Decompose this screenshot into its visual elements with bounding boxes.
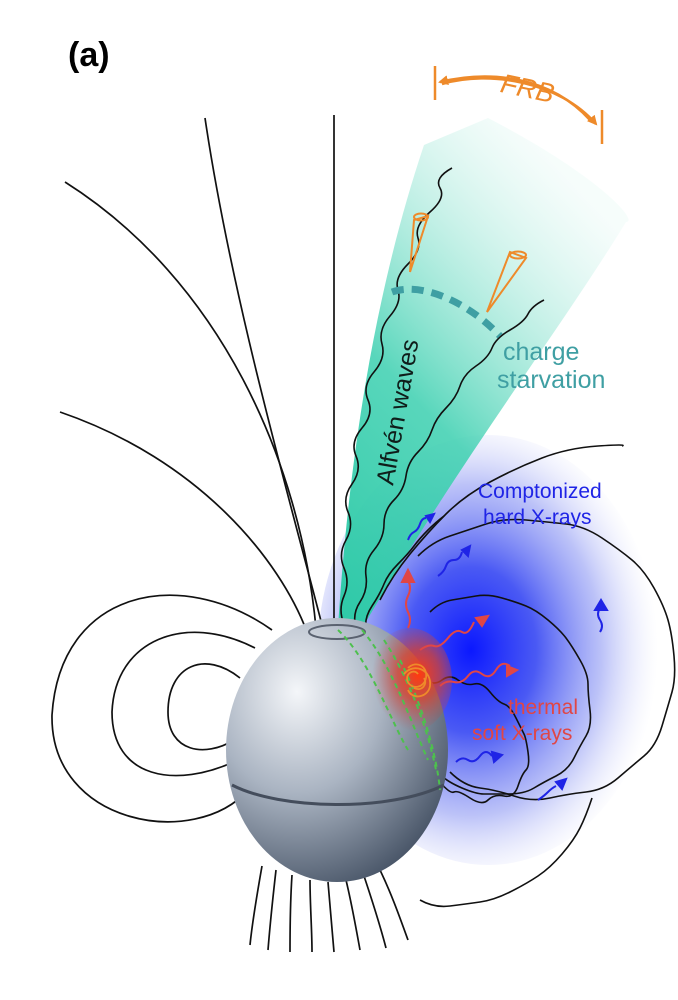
comptonized-line2: hard X-rays bbox=[483, 506, 592, 529]
flare-swirl-icon bbox=[403, 663, 431, 698]
frb-label: FRB bbox=[498, 68, 557, 109]
thermal-line2: soft X-rays bbox=[472, 722, 572, 745]
wavy-field-lines bbox=[379, 444, 676, 908]
charge-starvation-line1: charge bbox=[503, 338, 579, 366]
alfven-beam bbox=[338, 118, 629, 632]
thermal-xray-arrows bbox=[400, 567, 520, 687]
panel-label: (a) bbox=[68, 36, 110, 74]
frb-cones bbox=[409, 212, 528, 313]
field-lines bbox=[51, 115, 409, 953]
frb-arrow bbox=[433, 66, 604, 144]
alfven-wave-lines bbox=[340, 167, 545, 631]
charge-starvation-line2: starvation bbox=[497, 366, 605, 394]
thermal-line1: thermal bbox=[508, 696, 578, 719]
dashed-rings bbox=[337, 629, 441, 791]
comptonized-line1: Comptonized bbox=[478, 480, 602, 503]
comptonized-xray-arrows bbox=[407, 512, 609, 801]
charge-starvation-arc bbox=[390, 285, 503, 339]
